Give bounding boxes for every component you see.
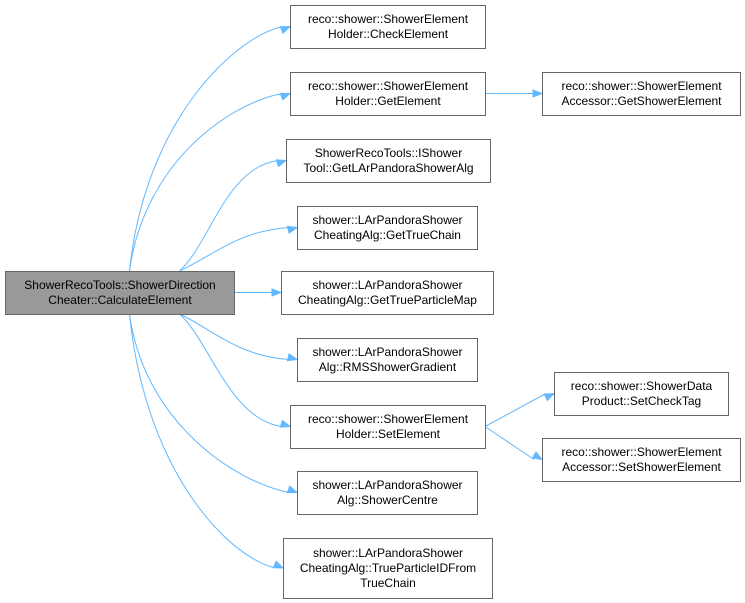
node-box [542, 438, 741, 482]
arrowhead [279, 419, 292, 428]
edge-line [129, 313, 276, 569]
root-node[interactable]: ShowerRecoTools::ShowerDirectionCheater:… [5, 271, 235, 315]
node-n10[interactable]: reco::shower::ShowerElementAccessor::Set… [542, 438, 741, 482]
edge-line [179, 313, 283, 427]
edge-n2-to-n3 [485, 89, 544, 98]
node-label-line: Holder::GetElement [335, 94, 441, 108]
arrowhead [271, 288, 283, 297]
edge-line [484, 426, 535, 460]
node-n9[interactable]: reco::shower::ShowerDataProduct::SetChec… [554, 372, 729, 416]
node-n8[interactable]: reco::shower::ShowerElementHolder::SetEl… [290, 405, 486, 449]
node-label-line: shower::LArPandoraShower [312, 278, 462, 292]
node-label-line: Alg::RMSShowerGradient [319, 360, 457, 374]
node-box [290, 5, 486, 49]
node-box [5, 271, 235, 315]
node-label-line: Holder::SetElement [336, 427, 441, 441]
edge-root-to-n8 [179, 313, 292, 428]
node-box [297, 338, 478, 382]
edge-root-to-n12 [129, 313, 285, 569]
node-label-line: shower::LArPandoraShower [313, 546, 463, 560]
node-box [283, 538, 493, 599]
edge-root-to-n5 [179, 225, 299, 272]
arrowhead [272, 560, 285, 569]
node-label-line: reco::shower::ShowerElement [561, 79, 722, 93]
edge-line [129, 93, 283, 272]
node-box [554, 372, 729, 416]
node-n11[interactable]: shower::LArPandoraShowerAlg::ShowerCentr… [297, 471, 478, 515]
node-label-line: reco::shower::ShowerElement [308, 412, 469, 426]
node-n6[interactable]: shower::LArPandoraShowerCheatingAlg::Get… [281, 271, 494, 315]
node-label-line: shower::LArPandoraShower [312, 345, 462, 359]
edge-n8-to-n10 [484, 426, 544, 461]
edge-root-to-n1 [129, 25, 292, 272]
node-box [281, 271, 494, 315]
node-label-line: CheatingAlg::TrueParticleIDFrom [300, 561, 476, 575]
node-n5[interactable]: shower::LArPandoraShowerCheatingAlg::Get… [297, 206, 478, 250]
edge-root-to-n2 [129, 92, 292, 272]
node-label-line: Alg::ShowerCentre [337, 493, 438, 507]
node-n7[interactable]: shower::LArPandoraShowerAlg::RMSShowerGr… [297, 338, 478, 382]
node-n4[interactable]: ShowerRecoTools::IShowerTool::GetLArPand… [286, 139, 491, 183]
arrowhead [532, 89, 544, 98]
edge-n8-to-n9 [484, 392, 556, 427]
arrowhead [543, 392, 556, 402]
arrowhead [286, 353, 299, 362]
nodes-layer: ShowerRecoTools::ShowerDirectionCheater:… [5, 5, 741, 599]
node-label-line: reco::shower::ShowerData [571, 379, 713, 393]
node-label-line: ShowerRecoTools::ShowerDirection [24, 278, 215, 292]
node-box [542, 72, 741, 116]
node-label-line: ShowerRecoTools::IShower [315, 146, 462, 160]
node-label-line: shower::LArPandoraShower [312, 478, 462, 492]
edge-root-to-n7 [179, 313, 299, 362]
edge-root-to-n4 [179, 159, 288, 272]
node-n1[interactable]: reco::shower::ShowerElementHolder::Check… [290, 5, 486, 49]
node-box [297, 471, 478, 515]
node-box [290, 405, 486, 449]
node-label-line: Accessor::GetShowerElement [561, 94, 722, 108]
node-label-line: Product::SetCheckTag [582, 394, 701, 408]
arrowhead [531, 451, 544, 461]
edge-root-to-n6 [234, 288, 283, 297]
edge-line [179, 313, 290, 360]
edge-line [179, 227, 290, 272]
arrowhead [286, 225, 299, 234]
edge-line [129, 313, 290, 493]
node-label-line: CheatingAlg::GetTrueChain [314, 228, 461, 242]
node-label-line: reco::shower::ShowerElement [308, 12, 469, 26]
node-n2[interactable]: reco::shower::ShowerElementHolder::GetEl… [290, 72, 486, 116]
node-label-line: reco::shower::ShowerElement [308, 79, 469, 93]
node-label-line: shower::LArPandoraShower [312, 213, 462, 227]
node-box [290, 72, 486, 116]
node-label-line: Accessor::SetShowerElement [562, 460, 721, 474]
edges-layer [129, 25, 556, 569]
node-n12[interactable]: shower::LArPandoraShowerCheatingAlg::Tru… [283, 538, 493, 599]
node-label-line: Holder::CheckElement [328, 27, 449, 41]
node-label-line: TrueChain [360, 576, 416, 590]
node-label-line: reco::shower::ShowerElement [561, 445, 722, 459]
node-n3[interactable]: reco::shower::ShowerElementAccessor::Get… [542, 72, 741, 116]
node-box [286, 139, 491, 183]
node-label-line: CheatingAlg::GetTrueParticleMap [298, 293, 477, 307]
edge-line [484, 393, 547, 427]
node-label-line: Tool::GetLArPandoraShowerAlg [303, 161, 473, 175]
edge-line [179, 160, 279, 272]
arrowhead [275, 159, 288, 168]
edge-root-to-n11 [129, 313, 299, 494]
node-box [297, 206, 478, 250]
arrowhead [279, 25, 292, 35]
arrowhead [286, 485, 299, 494]
edge-line [129, 26, 283, 272]
arrowhead [279, 92, 292, 101]
node-label-line: Cheater::CalculateElement [48, 293, 192, 307]
